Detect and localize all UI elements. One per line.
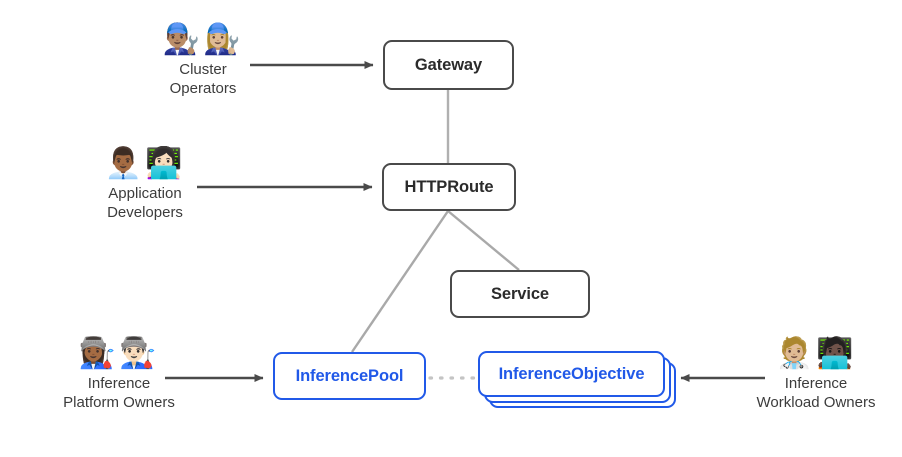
mechanic-pair-emoji: 👨🏽‍🔧👩🏼‍🔧 xyxy=(162,22,244,57)
node-service[interactable]: Service xyxy=(450,270,590,318)
edge-httproute-inferencepool xyxy=(351,210,449,353)
node-gateway[interactable]: Gateway xyxy=(383,40,514,90)
node-inferenceobjective[interactable]: InferenceObjective xyxy=(478,351,678,411)
node-service-label: Service xyxy=(490,284,550,303)
node-httproute-label: HTTPRoute xyxy=(404,177,494,196)
persona-inference-workload-owners[interactable]: 🧑🏼‍⚕️🧑🏿‍💻 Inference Workload Owners xyxy=(721,336,902,412)
construction-worker-pair-emoji: 👩🏾‍🏭👨🏻‍🏭 xyxy=(78,336,160,371)
inferenceobjective-stack-layer-front[interactable]: InferenceObjective xyxy=(478,351,665,397)
node-inferencepool-label: InferencePool xyxy=(295,366,404,385)
node-inferencepool[interactable]: InferencePool xyxy=(273,352,426,400)
node-httproute[interactable]: HTTPRoute xyxy=(382,163,516,211)
persona-application-developers-label: Application Developers xyxy=(107,185,183,221)
node-gateway-label: Gateway xyxy=(414,55,483,74)
node-inferenceobjective-label: InferenceObjective xyxy=(498,364,645,383)
edge-httproute-service xyxy=(447,210,520,271)
office-worker-and-technologist-emoji: 👨🏾‍💼👩🏻‍💻 xyxy=(104,146,186,181)
persona-inference-platform-owners[interactable]: 👩🏾‍🏭👨🏻‍🏭 Inference Platform Owners xyxy=(24,336,214,412)
persona-inference-platform-owners-label: Inference Platform Owners xyxy=(63,375,175,411)
persona-cluster-operators[interactable]: 👨🏽‍🔧👩🏼‍🔧 Cluster Operators xyxy=(108,22,298,98)
persona-cluster-operators-label: Cluster Operators xyxy=(169,61,237,97)
persona-application-developers[interactable]: 👨🏾‍💼👩🏻‍💻 Application Developers xyxy=(50,146,240,222)
health-worker-and-technologist-emoji: 🧑🏼‍⚕️🧑🏿‍💻 xyxy=(775,336,857,371)
persona-inference-workload-owners-label: Inference Workload Owners xyxy=(756,375,876,411)
